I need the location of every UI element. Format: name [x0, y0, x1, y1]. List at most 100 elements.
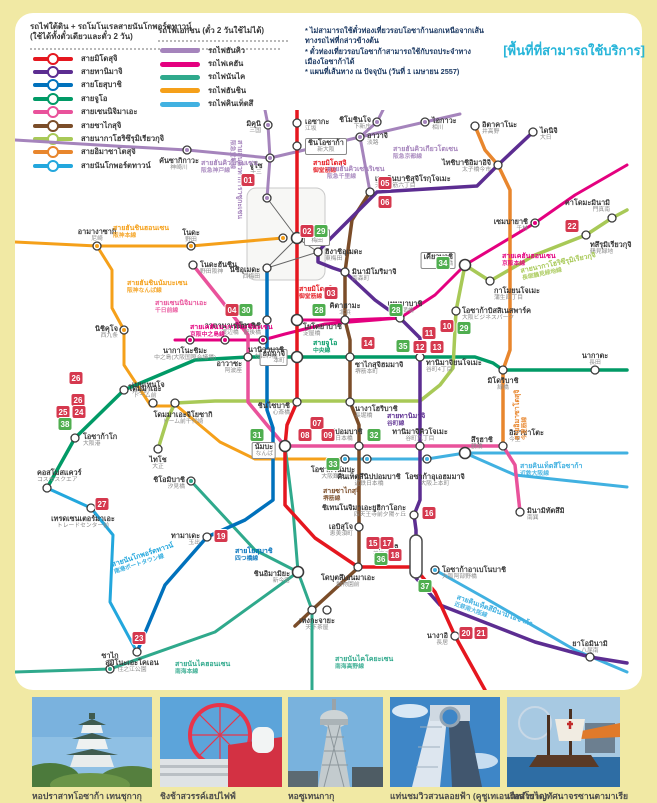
station-marker [292, 141, 302, 151]
attraction-number-badge: 27 [95, 498, 109, 510]
station-marker [458, 258, 472, 272]
hankyu-senri-line-south-path [358, 135, 372, 194]
line-name-label: สายทานิมาจิ谷町線 [387, 413, 426, 427]
attraction-number-badge: 18 [388, 549, 402, 561]
line-swatch [160, 101, 200, 107]
attraction-number-badge: 14 [361, 337, 375, 349]
legend-item-label: สายมิโดสุจิ [81, 53, 118, 63]
legend-item-label: สายโยสุบาชิ [81, 80, 122, 90]
station-marker [470, 121, 480, 131]
station-marker [458, 446, 472, 460]
line-name-label: สายนันไคโคยะเซน南海高野線 [335, 656, 394, 670]
usage-note-line: * แผนที่เส้นทาง ณ ปัจจุบัน (วันที่ 1 เมษ… [305, 67, 460, 77]
attraction-number-badge: 10 [440, 320, 454, 332]
station-marker [493, 160, 503, 170]
attraction-number-badge: 08 [298, 429, 312, 441]
station-dot [188, 338, 192, 342]
station-dot [358, 135, 362, 139]
line-name-label: สายจูโอ中央線 [313, 340, 338, 354]
attraction-number-badge: 13 [430, 341, 444, 353]
attraction-number-badge: 38 [58, 418, 72, 430]
line-swatch [160, 88, 200, 94]
attraction-number-badge: 34 [436, 257, 450, 269]
line-name-label: สายนันไคฮอนเซน南海本線 [175, 661, 231, 675]
station-marker [585, 652, 595, 662]
transit-map-svg [15, 110, 629, 690]
attraction-number-badge: 28 [389, 304, 403, 316]
photo-caption-umeda-sky: แท่นชมวิวสวนลอยฟ้า (คูชูเทเอนเทนโบได) [390, 791, 548, 801]
legend-item-label: รถไฟฮันคิว [208, 45, 246, 55]
legend-subway-item: สายโยสุบาชิ [33, 79, 164, 92]
station-dot [375, 120, 379, 124]
legend-divider [30, 48, 280, 50]
line-name-label: สายฮันคิวเกียวโตเซน阪急京都線 [393, 146, 458, 160]
kintetsu-minami-osaka-line-path [433, 568, 629, 674]
line-name-label: สายเคฮันนากาโนะชิมะเซน京阪中之島線 [190, 324, 273, 338]
station-marker [188, 260, 198, 270]
station-marker [354, 522, 364, 532]
attraction-number-badge: 09 [321, 429, 335, 441]
map-panel [15, 13, 642, 690]
legend-subway-item: สายซาไกสุจิ [33, 119, 164, 132]
hanshin-main-line-path [15, 236, 285, 248]
line-swatch [33, 146, 73, 159]
attraction-number-badge: 30 [239, 304, 253, 316]
station-marker [354, 441, 364, 451]
station-marker [485, 276, 495, 286]
attraction-number-badge: 01 [241, 174, 255, 186]
line-swatch [160, 61, 200, 67]
station-marker [307, 605, 317, 615]
attraction-number-badge: 32 [367, 429, 381, 441]
legend-subway-item: สายมิโดสุจิ [33, 52, 164, 65]
station-dot [268, 156, 272, 160]
attraction-number-badge: 37 [418, 580, 432, 592]
station-dot [343, 457, 347, 461]
hankyu-umeda-trunk-path [265, 156, 272, 200]
line-name-label: สายฮันชินนัมบะเซน阪神なんば線 [127, 280, 188, 294]
legend-divider-2 [158, 40, 288, 42]
legend-private-title: รถไฟเอกชน (ตั๋ว 2 วันใช้ไม่ได้) [158, 26, 265, 35]
imazatosuji-line-path [473, 124, 512, 448]
legend-private-items: รถไฟฮันคิวรถไฟเคฮันรถไฟนันไครถไฟฮันชินรถ… [160, 44, 253, 111]
station-marker [345, 352, 355, 362]
station-ring-icon [47, 119, 59, 132]
station-marker [515, 507, 525, 517]
station-dot [365, 457, 369, 461]
yotsubashi-line-path [135, 266, 275, 654]
station-dot [189, 244, 193, 248]
station-marker [415, 352, 425, 362]
station-marker [581, 230, 591, 240]
station-dot [122, 328, 126, 332]
station-marker [313, 247, 323, 257]
photo-osaka-castle [32, 697, 152, 787]
hankyu-kobe-line-path [15, 138, 272, 160]
hankyu-takarazuka-line-path [263, 110, 272, 160]
line-name-label: สายมิโดสุจิ御堂筋線 [299, 286, 333, 300]
line-name-label: สายมิโดสุจิ御堂筋線 [313, 160, 347, 174]
legend-private-item: รถไฟคินเท็ตสึ [160, 98, 253, 111]
attraction-number-badge: 28 [312, 304, 326, 316]
station-marker [415, 441, 425, 451]
station-dot [108, 667, 112, 671]
umeda-connector-4-path [266, 251, 319, 269]
line-name-label: สายฮันคิวเซนริเซน阪急千里線 [327, 166, 385, 180]
station-marker [291, 565, 305, 579]
line-swatch [33, 92, 73, 105]
attraction-number-badge: 24 [72, 406, 86, 418]
station-marker [262, 315, 272, 325]
station-ring-icon [47, 146, 59, 159]
attraction-number-badge: 23 [132, 632, 146, 644]
photo-tsutenkaku-tower [288, 697, 383, 787]
keihan-main-line-path [295, 163, 629, 322]
station-marker [119, 385, 129, 395]
station-marker [322, 605, 332, 615]
station-marker [290, 231, 304, 245]
line-name-label: สายคินเท็ตสึโอซาก้า近鉄大阪線 [520, 463, 583, 477]
newtram-line-path [45, 486, 139, 654]
attraction-number-badge: 15 [366, 537, 380, 549]
service-area-title: [พื้นที่ที่สามารถใช้บริการ] [503, 43, 645, 58]
attraction-number-badge: 26 [71, 394, 85, 406]
line-name-label: สายฮันคิวโกเบเซน阪急神戸線 [201, 160, 258, 174]
station-marker [202, 532, 212, 542]
